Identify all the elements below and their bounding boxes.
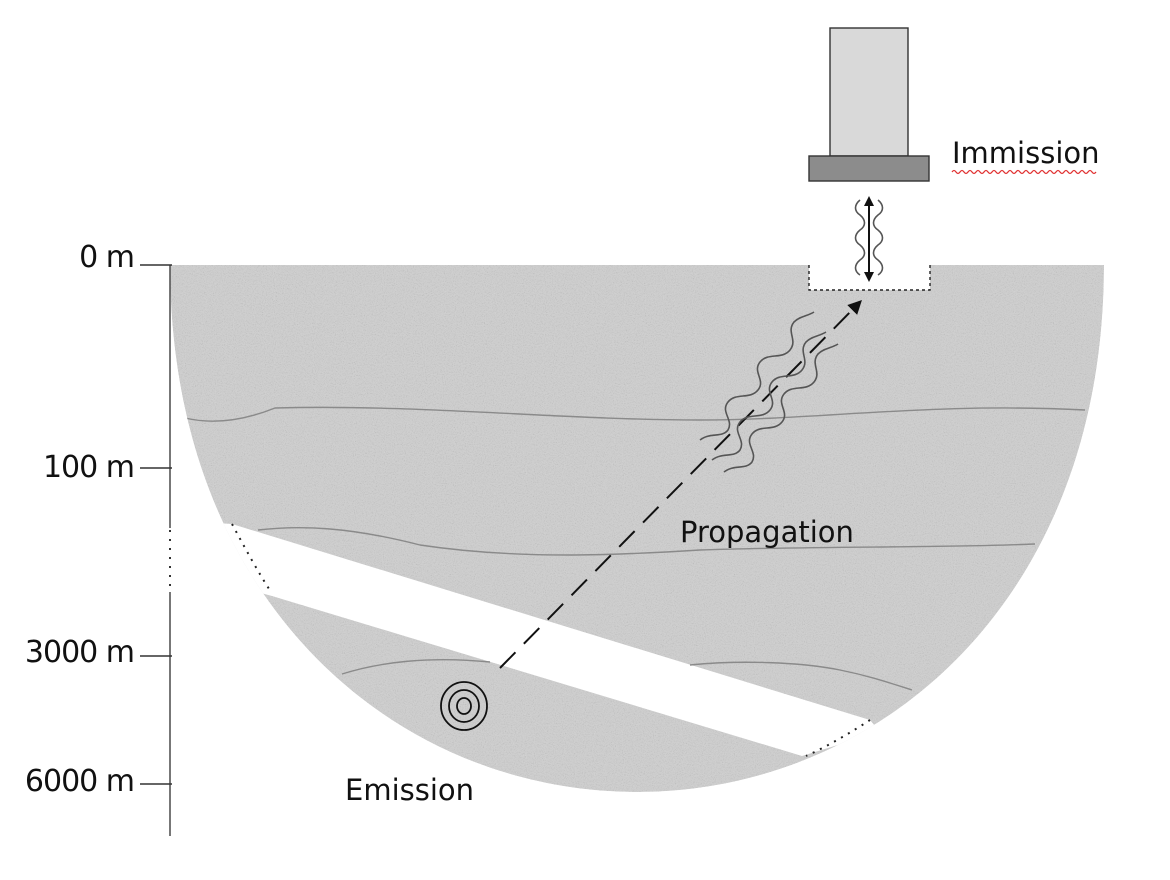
fault-band [170,518,880,756]
depth-label-0: 0 m [79,240,134,275]
seismic-waves [699,311,839,473]
strata-line-2 [257,526,1036,556]
small-wave-1 [854,199,866,276]
emission-ring-outer [440,681,488,731]
small-wave-2 [872,199,884,276]
depth-label-3000: 3000 m [25,635,134,670]
strata-line-3 [341,658,491,675]
strata-line-4 [689,661,913,691]
building [808,27,930,182]
depth-label-100: 100 m [43,450,134,485]
ground-section [170,265,1104,792]
depth-label-6000: 6000 m [25,764,134,799]
immission-label: Immission [952,136,1100,170]
ground-body [170,265,1104,792]
emission-source [440,681,488,731]
wave-3 [723,343,839,473]
emission-label: Emission [345,773,474,807]
wave-1 [699,311,815,441]
propagation-path-arrow [499,300,862,669]
emission-ring-inner [456,697,472,715]
wave-2 [711,331,827,461]
building-tower [829,27,909,157]
spellcheck-underline [951,169,1097,175]
depth-axis: 0 m 100 m 3000 m 6000 m [25,240,172,836]
strata-line-1 [184,406,1086,422]
building-foundation [808,155,930,182]
vibration-transfer [854,196,884,282]
fault-dotted-left [231,523,272,593]
propagation-label: Propagation [680,515,854,549]
emission-ring-middle [448,689,480,723]
